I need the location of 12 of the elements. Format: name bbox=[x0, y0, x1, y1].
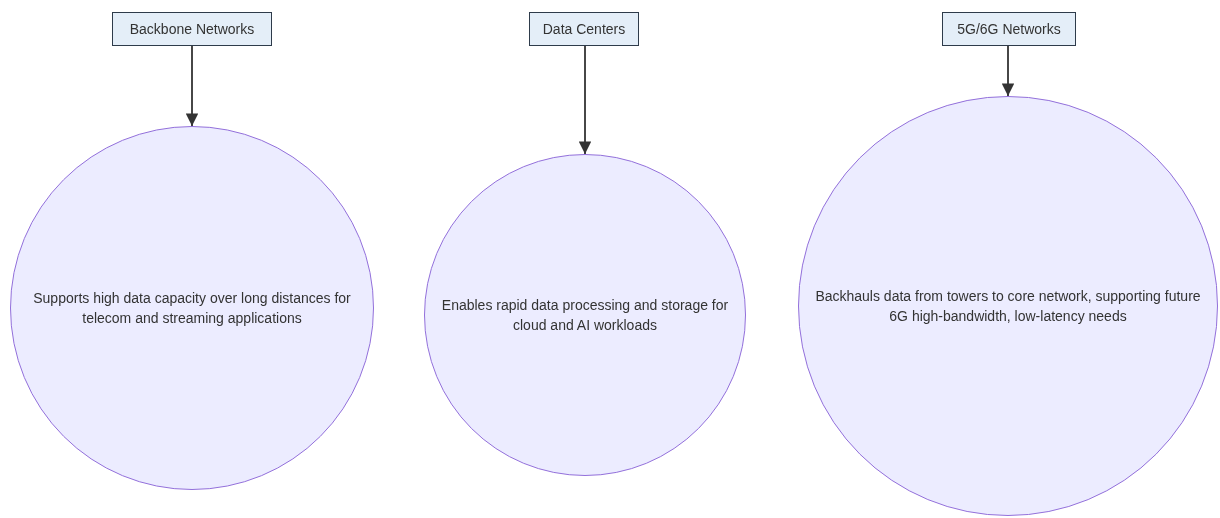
arrow bbox=[185, 45, 199, 127]
title-text: 5G/6G Networks bbox=[957, 19, 1061, 39]
title-box bbox=[529, 12, 639, 46]
description-text: Supports high data capacity over long distances for telecom and streaming applications bbox=[32, 288, 352, 328]
title-text: Data Centers bbox=[542, 19, 626, 39]
description-text: Backhauls data from towers to core network, supporting future 6G high-bandwidth, low-latency needs bbox=[814, 286, 1202, 326]
description-text: Enables rapid data processing and storage for cloud and AI workloads bbox=[440, 295, 730, 335]
title-box bbox=[942, 12, 1076, 46]
title-text: Backbone Networks bbox=[129, 19, 255, 39]
arrow bbox=[578, 45, 592, 155]
arrow bbox=[1001, 45, 1015, 97]
title-box bbox=[112, 12, 272, 46]
